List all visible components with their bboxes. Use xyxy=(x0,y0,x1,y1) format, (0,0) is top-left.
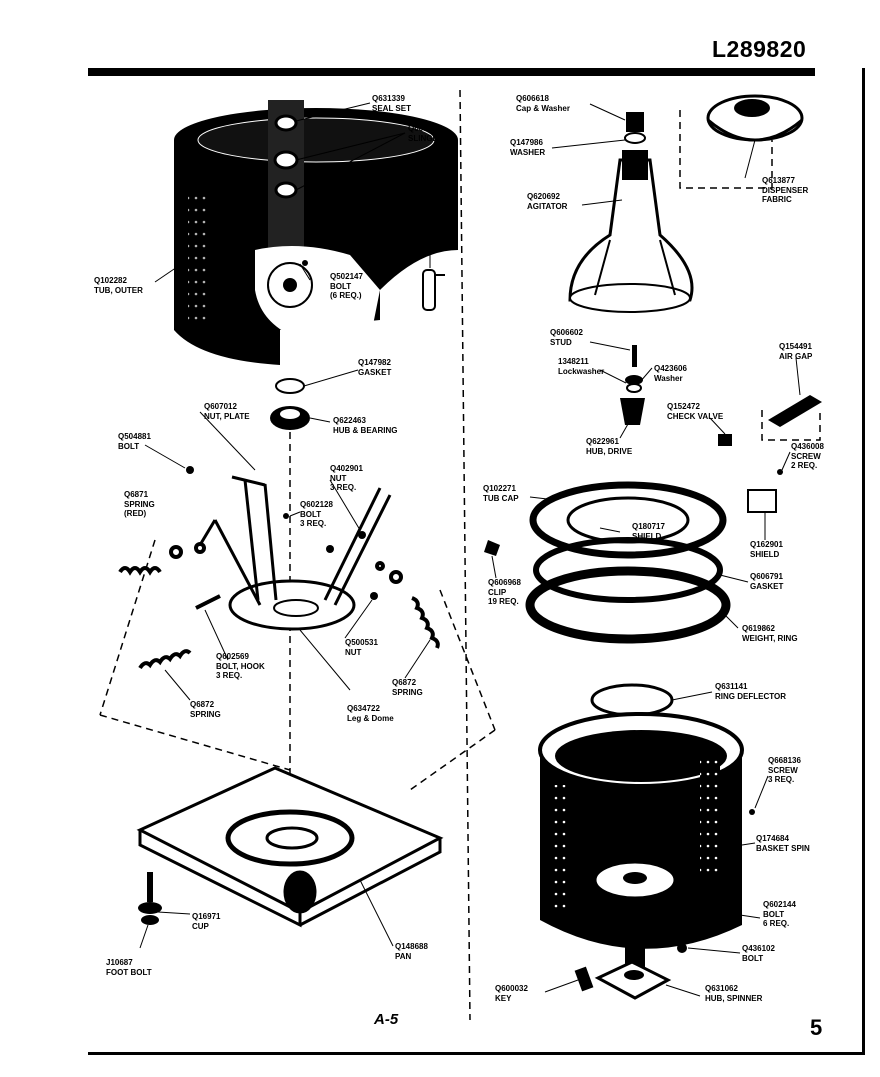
agitator-assembly xyxy=(568,112,694,313)
bottom-border xyxy=(88,1052,865,1055)
right-border xyxy=(862,68,865,1055)
hub-drive-assembly xyxy=(620,345,645,425)
outer-tub xyxy=(174,100,458,365)
air-gap-part xyxy=(718,395,822,513)
spin-basket xyxy=(538,712,755,949)
tub-cap-assembly xyxy=(484,481,731,717)
hub-and-bearing-part xyxy=(270,406,310,430)
page-number: 5 xyxy=(810,1015,823,1040)
header-rule xyxy=(88,68,815,76)
fabric-dispenser-part xyxy=(706,94,804,142)
spinner-hub-part xyxy=(574,943,687,1000)
page-code: A-5 xyxy=(374,1011,399,1028)
small-fasteners xyxy=(186,466,378,600)
pan-part xyxy=(136,766,444,928)
gasket-ring-small xyxy=(275,378,305,394)
leader-lines xyxy=(139,102,801,997)
foot-bolt-part xyxy=(138,872,162,925)
springs xyxy=(118,542,440,670)
suspension-frame xyxy=(198,475,392,631)
air-bell-part xyxy=(422,269,445,311)
model-number: L289820 xyxy=(712,36,807,62)
